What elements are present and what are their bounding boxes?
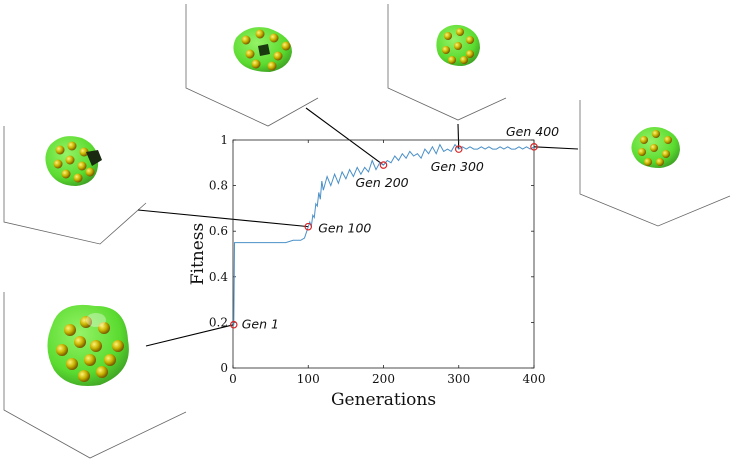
- generation-label: Gen 300: [431, 159, 484, 174]
- inset-frame-gen-400: [579, 100, 731, 227]
- leader-line-5: [533, 146, 579, 150]
- y-tick-label: 0.6: [209, 224, 228, 238]
- generation-label: Gen 1: [242, 317, 279, 332]
- leader-line-4: [457, 123, 460, 150]
- generation-label: Gen 400: [506, 124, 559, 139]
- x-tick-label: 300: [447, 372, 470, 386]
- leader-line-1: [145, 324, 234, 347]
- fitness-series-line: [233, 143, 535, 326]
- x-tick-label: 400: [523, 372, 546, 386]
- inset-frame-gen-100: [3, 126, 147, 245]
- inset-frame-gen-1: [3, 292, 187, 459]
- generation-markers: [229, 143, 538, 329]
- nanocluster-gen-1-icon: [47, 304, 129, 386]
- inset-frames: [3, 4, 731, 459]
- y-tick-label: 1: [220, 133, 228, 147]
- x-tick-label: 200: [372, 372, 395, 386]
- y-tick-label: 0: [220, 361, 228, 375]
- generation-label: Gen 100: [318, 221, 371, 236]
- x-ticks: 0 100 200 300 400: [229, 140, 545, 386]
- generation-marker: [229, 320, 238, 329]
- y-tick-label: 0.2: [209, 315, 228, 329]
- leader-lines: [137, 107, 579, 347]
- generation-labels: Gen 1 Gen 100 Gen 200 Gen 300 Gen 400: [242, 124, 559, 332]
- generation-marker: [530, 143, 538, 151]
- generation-marker: [379, 161, 388, 169]
- inset-frame-gen-300: [387, 4, 507, 121]
- plot-area: 0 100 200 300 400 0 0.2 0.4 0.6 0.8 1 Gen 1 Gen 10…: [209, 124, 559, 386]
- x-axis-label: Generations: [331, 390, 436, 410]
- y-axis-label: Fitness: [188, 223, 208, 286]
- y-tick-label: 0.8: [209, 179, 228, 193]
- generation-marker: [304, 222, 313, 231]
- nanocluster-gen-300-icon: [436, 24, 480, 66]
- nanocluster-gen-100-icon: [45, 136, 102, 186]
- x-tick-label: 0: [229, 372, 237, 386]
- y-tick-label: 0.4: [209, 270, 228, 284]
- y-ticks: 0 0.2 0.4 0.6 0.8 1: [209, 133, 534, 375]
- nanocluster-gen-200-icon: [233, 27, 292, 72]
- x-tick-label: 100: [297, 372, 320, 386]
- leader-line-3: [305, 107, 384, 166]
- nanocluster-gen-400-icon: [631, 127, 680, 168]
- generation-label: Gen 200: [356, 175, 409, 190]
- leader-line-2: [137, 209, 309, 228]
- inset-frame-gen-200: [185, 4, 319, 127]
- generation-marker: [454, 145, 463, 153]
